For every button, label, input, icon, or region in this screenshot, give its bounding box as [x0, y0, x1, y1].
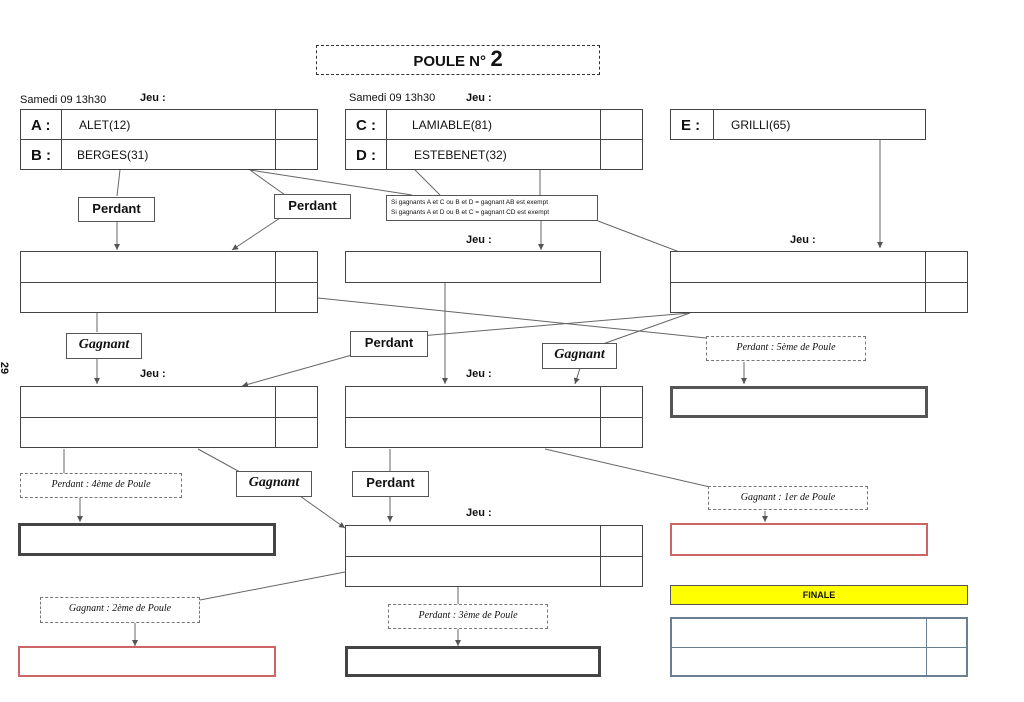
match-r4-middle — [345, 525, 643, 587]
result-first-box — [670, 523, 928, 556]
match-cd-box: C : LAMIABLE(81) D : ESTEBENET(32) — [345, 109, 643, 170]
rule-note-line1: Si gagnants A et C ou B et D = gagnant A… — [391, 199, 549, 206]
player-e-letter: E : — [681, 117, 701, 134]
match-r2-left — [20, 251, 318, 313]
gagnant-tag: Gagnant — [236, 471, 312, 497]
player-d-letter: D : — [356, 147, 376, 164]
poule-title: POULE N° 2 — [316, 45, 600, 75]
finale-text: FINALE — [802, 590, 836, 600]
poule-title-text: POULE N° — [413, 53, 486, 70]
player-a-name: ALET(12) — [79, 118, 131, 132]
poule-number: 2 — [490, 46, 503, 71]
jeu-label: Jeu : — [790, 234, 816, 246]
player-c-name: LAMIABLE(81) — [412, 118, 493, 132]
player-b-letter: B : — [31, 147, 51, 164]
session-left: Samedi 09 13h30 — [20, 94, 107, 106]
jeu-label: Jeu : — [140, 368, 166, 380]
result-third-box — [345, 646, 601, 677]
result-fourth-box — [18, 523, 276, 556]
player-c-letter: C : — [356, 117, 376, 134]
player-d-name: ESTEBENET(32) — [414, 148, 507, 162]
player-b-name: BERGES(31) — [77, 148, 149, 162]
finale-box — [670, 617, 968, 677]
jeu-label: Jeu : — [466, 92, 492, 104]
result-third-label: Perdant : 3ème de Poule — [388, 604, 548, 629]
perdant-tag: Perdant — [274, 194, 351, 219]
result-fifth-box — [670, 386, 928, 418]
jeu-label: Jeu : — [466, 507, 492, 519]
session-middle: Samedi 09 13h30 — [349, 92, 436, 104]
result-fifth-label: Perdant : 5ème de Poule — [706, 336, 866, 361]
rule-note-line2: Si gagnants A et D ou B et C = gagnant C… — [391, 209, 550, 216]
jeu-label: Jeu : — [466, 368, 492, 380]
match-r2-right — [670, 251, 968, 313]
result-second-box — [18, 646, 276, 677]
result-fourth-label: Perdant : 4ème de Poule — [20, 473, 182, 498]
result-second-label: Gagnant : 2ème de Poule — [40, 597, 200, 623]
match-r3-left — [20, 386, 318, 448]
jeu-label: Jeu : — [466, 234, 492, 246]
perdant-tag: Perdant — [352, 471, 429, 497]
bye-slot-middle — [345, 251, 601, 283]
player-a-letter: A : — [31, 117, 51, 134]
match-r3-middle — [345, 386, 643, 448]
perdant-tag: Perdant — [350, 331, 428, 357]
perdant-tag: Perdant — [78, 197, 155, 222]
gagnant-tag: Gagnant — [66, 333, 142, 359]
page-number: 29 — [0, 361, 11, 375]
jeu-label: Jeu : — [140, 92, 166, 104]
result-first-label: Gagnant : 1er de Poule — [708, 486, 868, 510]
player-e-box: E : GRILLI(65) — [670, 109, 926, 140]
player-e-name: GRILLI(65) — [731, 118, 791, 132]
finale-label: FINALE — [670, 585, 968, 605]
match-ab-box: A : ALET(12) B : BERGES(31) — [20, 109, 318, 170]
rule-note: Si gagnants A et C ou B et D = gagnant A… — [386, 195, 598, 221]
gagnant-tag: Gagnant — [542, 343, 617, 369]
